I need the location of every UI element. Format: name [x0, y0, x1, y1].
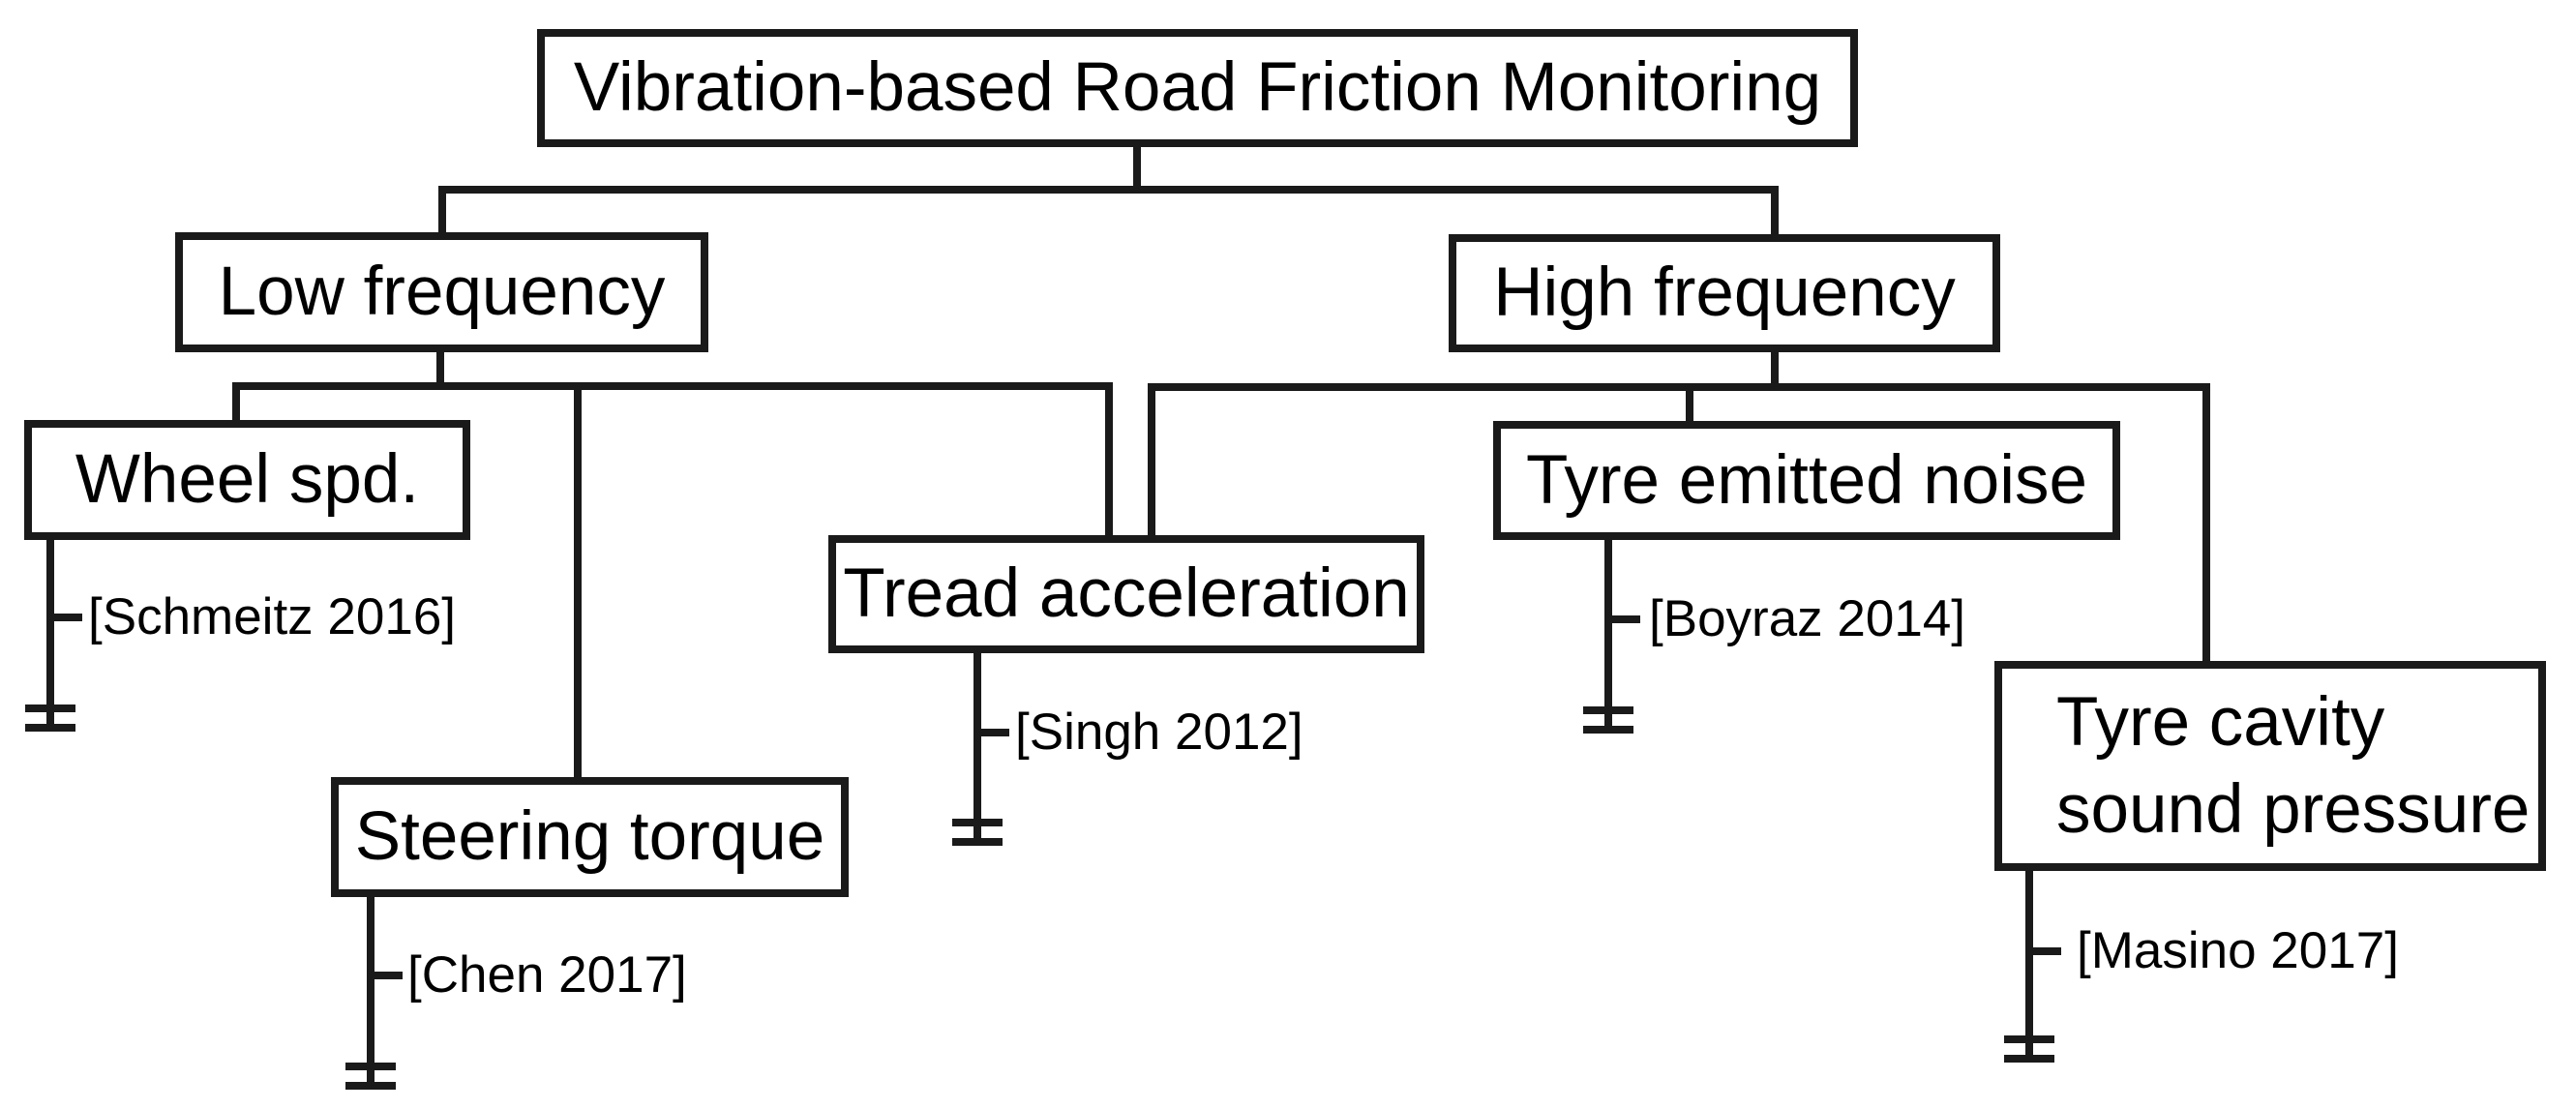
node-tyre-cavity-label-line1: Tyre cavity	[2056, 684, 2385, 762]
citation-wheel-speed: [Schmeitz 2016]	[88, 588, 457, 645]
citation-steering-torque: [Chen 2017]	[407, 946, 687, 1004]
node-tyre-cavity-label-line2: sound pressure	[2056, 770, 2531, 848]
citation-tread-acceleration: [Singh 2012]	[1015, 704, 1303, 761]
citation-connector-tread-acceleration	[952, 651, 1009, 846]
citation-connector-steering-torque	[345, 895, 403, 1090]
ground-symbol-icon	[1583, 706, 1633, 734]
connector-high-frequency-children	[1148, 383, 2210, 661]
citation-tyre-cavity: [Masino 2017]	[2077, 922, 2399, 979]
node-wheel-speed-label: Wheel spd.	[75, 441, 420, 519]
citation-connector-wheel-speed	[25, 538, 82, 732]
citation-tyre-emitted-noise: [Boyraz 2014]	[1649, 590, 1966, 647]
connector-level1	[438, 186, 1779, 234]
citation-connector-tyre-emitted-noise	[1583, 538, 1640, 734]
node-tread-acceleration: Tread acceleration	[828, 535, 1424, 653]
node-root: Vibration-based Road Friction Monitoring	[537, 29, 1858, 147]
node-high-frequency-label: High frequency	[1493, 255, 1956, 332]
node-steering-torque-label: Steering torque	[354, 798, 825, 876]
node-low-frequency: Low frequency	[175, 232, 708, 352]
ground-symbol-icon	[345, 1063, 396, 1090]
node-wheel-speed: Wheel spd.	[24, 420, 470, 540]
node-tyre-emitted-noise-label: Tyre emitted noise	[1525, 441, 2088, 519]
node-tyre-cavity-sound-pressure: Tyre cavity sound pressure	[1994, 661, 2546, 871]
citation-connector-tyre-cavity	[2004, 869, 2061, 1063]
ground-symbol-icon	[25, 704, 75, 732]
node-high-frequency: High frequency	[1449, 234, 2000, 352]
ground-symbol-icon	[952, 819, 1003, 846]
node-steering-torque: Steering torque	[331, 777, 849, 897]
node-low-frequency-label: Low frequency	[218, 254, 666, 331]
node-root-label: Vibration-based Road Friction Monitoring	[573, 49, 1822, 127]
node-tread-acceleration-label: Tread acceleration	[843, 555, 1410, 633]
ground-symbol-icon	[2004, 1035, 2054, 1063]
node-tyre-emitted-noise: Tyre emitted noise	[1493, 421, 2120, 540]
connector-low-frequency-children	[232, 382, 1113, 535]
